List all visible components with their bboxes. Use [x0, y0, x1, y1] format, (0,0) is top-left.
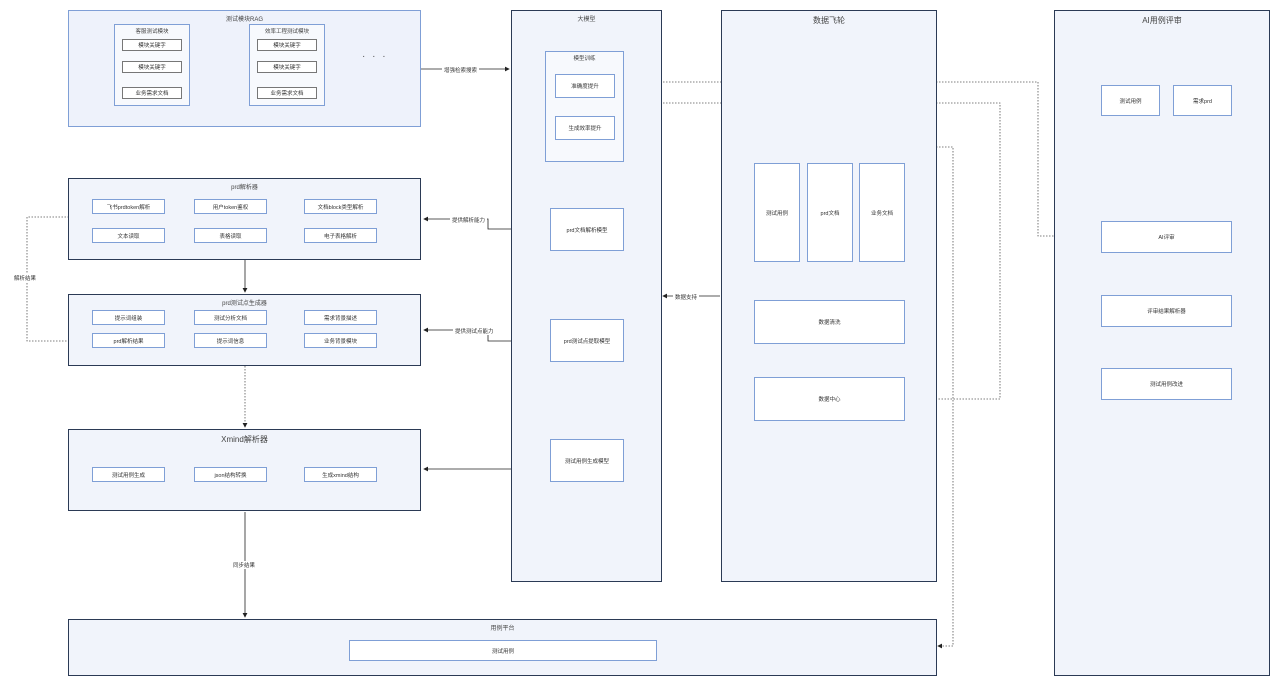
rag-panel: 测试模块RAG 客服测试模块 模块关键字 模块关键字 业务需求文档 效率工程测试…: [68, 10, 421, 127]
data-fly-source[interactable]: 业务文档: [859, 163, 905, 262]
xmind-item[interactable]: 测试用例生成: [92, 467, 165, 482]
prd-parser-panel: prd解析器 飞书prdtoken解析 用户token鉴权 文档block类型解…: [68, 178, 421, 260]
xmind-item[interactable]: json结构转换: [194, 467, 267, 482]
point-gen-item[interactable]: prd解析结果: [92, 333, 165, 348]
llm-training-item[interactable]: 准确度提升: [555, 74, 615, 98]
prd-parser-item[interactable]: 飞书prdtoken解析: [92, 199, 165, 214]
llm-panel: 大模型 模型训练 准确度提升 生成效率提升 prd文档解析模型 prd测试点提取…: [511, 10, 662, 582]
ai-review-input[interactable]: 测试用例: [1101, 85, 1160, 116]
xmind-panel: Xmind解析器 测试用例生成 json结构转换 生成xmind结构: [68, 429, 421, 511]
data-fly-title: 数据飞轮: [813, 16, 845, 25]
prd-parser-item[interactable]: 文本读取: [92, 228, 165, 243]
ai-review-box[interactable]: AI评审: [1101, 221, 1232, 253]
case-platform-panel: 用例平台 测试用例: [68, 619, 937, 676]
llm-title: 大模型: [577, 17, 596, 23]
case-platform-item[interactable]: 测试用例: [349, 640, 657, 661]
ai-review-optimize[interactable]: 测试用例改进: [1101, 368, 1232, 400]
llm-training-item[interactable]: 生成效率提升: [555, 116, 615, 140]
prd-parser-item[interactable]: 用户token鉴权: [194, 199, 267, 214]
case-platform-title: 用例平台: [490, 626, 515, 632]
rag-group-service-item[interactable]: 业务需求文档: [122, 87, 182, 99]
rag-group-efficiency-item[interactable]: 模块关键字: [257, 39, 317, 51]
point-gen-item[interactable]: 测试分析文档: [194, 310, 267, 325]
rag-group-service-title: 客服测试模块: [135, 29, 169, 35]
rag-ellipsis: · · ·: [362, 51, 388, 62]
llm-training-title: 模型训练: [573, 56, 596, 62]
ai-review-title: AI用例评审: [1142, 16, 1182, 25]
point-gen-item[interactable]: 提示词组装: [92, 310, 165, 325]
rag-group-efficiency-item[interactable]: 业务需求文档: [257, 87, 317, 99]
prd-parser-item[interactable]: 电子表格解析: [304, 228, 377, 243]
edge-label-rag-search: 增强检索搜索: [442, 66, 480, 74]
point-gen-item[interactable]: 业务背景模块: [304, 333, 377, 348]
rag-group-service: 客服测试模块 模块关键字 模块关键字 业务需求文档: [114, 24, 190, 106]
data-clean[interactable]: 数据清洗: [754, 300, 905, 344]
edge-label-parse-result: 解析结果: [12, 274, 39, 282]
prd-parser-item[interactable]: 文档block类型解析: [304, 199, 377, 214]
rag-group-service-item[interactable]: 模块关键字: [122, 61, 182, 73]
data-fly-panel: 数据飞轮 测试用例 prd文档 业务文档 数据清洗 数据中心: [721, 10, 937, 582]
edge-label-sync-result: 同步结果: [231, 561, 258, 569]
prd-parser-title: prd解析器: [231, 185, 258, 191]
case-gen-model[interactable]: 测试用例生成模型: [550, 439, 624, 482]
ai-review-parser[interactable]: 评审结果解析器: [1101, 295, 1232, 327]
rag-group-service-item[interactable]: 模块关键字: [122, 39, 182, 51]
ai-review-panel: AI用例评审 测试用例 需求prd AI评审 评审结果解析器 测试用例改进: [1054, 10, 1270, 676]
rag-group-efficiency-item[interactable]: 模块关键字: [257, 61, 317, 73]
xmind-item[interactable]: 生成xmind结构: [304, 467, 377, 482]
edge-label-point-ability: 提供测试点能力: [453, 327, 496, 335]
edge-label-data-support: 数据支持: [673, 293, 700, 301]
prd-parser-item[interactable]: 表格读取: [194, 228, 267, 243]
point-gen-item[interactable]: 需求背景描述: [304, 310, 377, 325]
prd-parse-model[interactable]: prd文档解析模型: [550, 208, 624, 251]
point-gen-item[interactable]: 提示词信息: [194, 333, 267, 348]
data-fly-source[interactable]: prd文档: [807, 163, 853, 262]
point-gen-title: prd测试点生成器: [222, 301, 267, 307]
xmind-title: Xmind解析器: [221, 435, 268, 444]
rag-group-efficiency: 效率工程测试模块 模块关键字 模块关键字 业务需求文档: [249, 24, 325, 106]
rag-group-efficiency-title: 效率工程测试模块: [264, 29, 309, 35]
ai-review-input[interactable]: 需求prd: [1173, 85, 1232, 116]
data-center[interactable]: 数据中心: [754, 377, 905, 421]
llm-training-group: 模型训练 准确度提升 生成效率提升: [545, 51, 624, 162]
data-fly-source[interactable]: 测试用例: [754, 163, 800, 262]
prd-point-model[interactable]: prd测试点提取模型: [550, 319, 624, 362]
edge-label-parse-ability: 提供解析能力: [450, 216, 488, 224]
point-gen-panel: prd测试点生成器 提示词组装 测试分析文档 需求背景描述 prd解析结果 提示…: [68, 294, 421, 366]
rag-title: 测试模块RAG: [225, 17, 263, 23]
